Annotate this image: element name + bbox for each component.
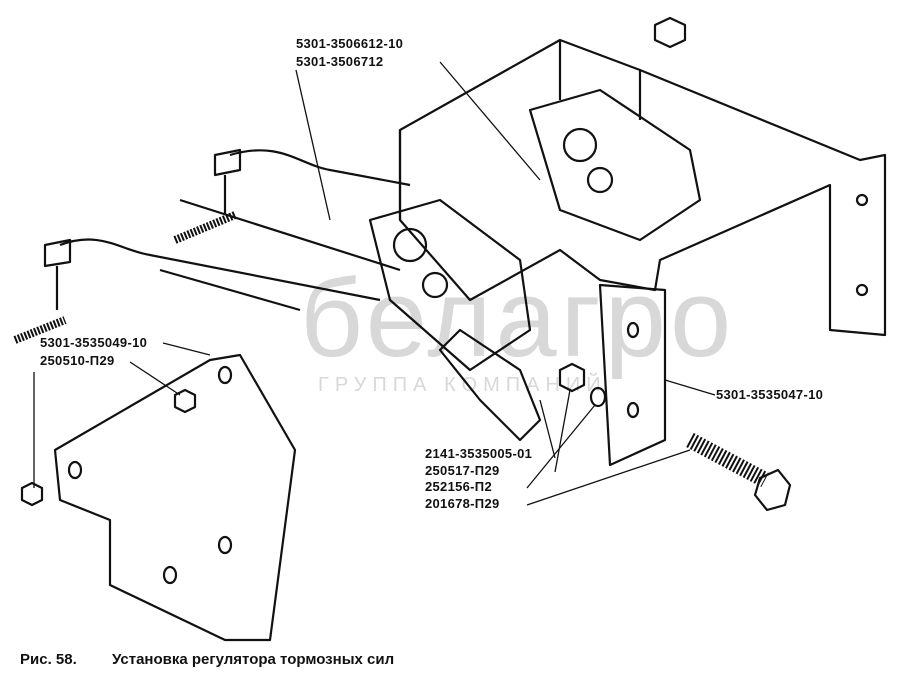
figure-number: Рис. 58. [20,651,77,668]
regulator-lower [368,198,542,442]
label-nut: 250517-П29 [425,463,500,478]
label-link: 5301-3535049-10 [40,335,148,350]
rods [13,148,411,344]
mount-plate [598,283,667,467]
label-valve: 2141-3535005-01 [425,446,533,461]
label-regulator-b: 5301-3506712 [296,54,384,69]
hardware [20,16,792,512]
label-nut-left: 250510-П29 [40,353,115,368]
regulator-upper [528,88,702,242]
label-bolt: 201678-П29 [425,496,500,511]
watermark-subtitle: ГРУППА КОМПАНИЙ [318,374,607,396]
label-bracket: 5301-3535047-10 [716,387,824,402]
left-bracket [53,353,297,642]
label-washer: 252156-П2 [425,479,492,494]
figure-title: Установка регулятора тормозных сил [112,651,395,668]
label-regulator-a: 5301-3506612-10 [296,36,404,51]
right-bracket [398,38,887,337]
watermark-brand: белагро [300,257,736,380]
leader-lines [33,61,716,506]
